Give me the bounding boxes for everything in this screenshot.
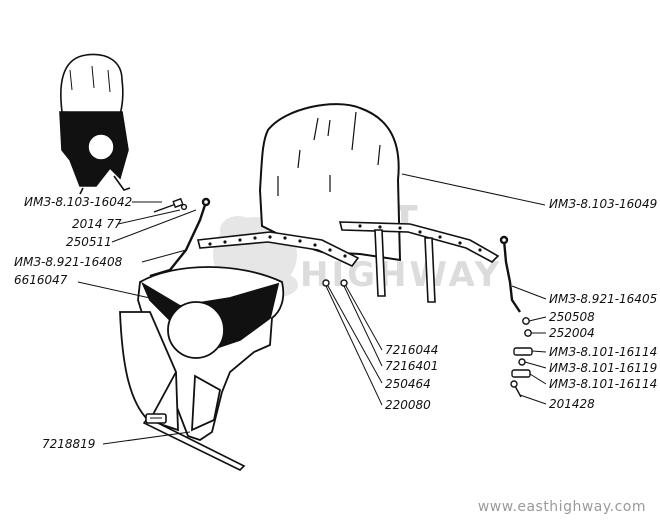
label-252004: 252004: [549, 326, 595, 340]
label-7216044: 7216044: [385, 343, 439, 357]
watermark-line2: HIGHWAY: [300, 255, 503, 295]
bolt-icon: [153, 197, 188, 213]
label-imz-8-103-16049: ИМЗ-8.103-16049: [549, 197, 658, 211]
right-hardware-illustration: [510, 317, 533, 398]
label-201477: 2014 77: [72, 217, 122, 231]
label-imz-8-921-16405: ИМЗ-8.921-16405: [549, 292, 658, 306]
windshield-illustration: [258, 103, 402, 262]
label-7216401: 7216401: [385, 359, 439, 373]
right-rod-illustration: [499, 235, 521, 313]
center-hardware-illustration: [322, 279, 348, 287]
label-250464: 250464: [385, 377, 431, 391]
label-6616047: 6616047: [14, 273, 68, 287]
bottom-bar-illustration: [142, 413, 246, 471]
site-url: www.easthighway.com: [477, 499, 646, 515]
assembled-view-illustration: [59, 53, 131, 195]
label-imz-8-101-16114-a: ИМЗ-8.101-16114: [549, 345, 658, 359]
label-imz-8-101-16114-b: ИМЗ-8.101-16114: [549, 377, 658, 391]
mounting-bars-illustration: [197, 221, 500, 303]
label-imz-8-101-16119: ИМЗ-8.101-16119: [549, 361, 658, 375]
label-201428: 201428: [549, 397, 595, 411]
label-imz-8-921-16408: ИМЗ-8.921-16408: [14, 255, 123, 269]
leader-lines: [77, 173, 547, 445]
fairing-illustration: [119, 266, 285, 441]
label-250508: 250508: [549, 310, 595, 324]
label-220080: 220080: [385, 398, 431, 412]
label-7218819: 7218819: [42, 437, 96, 451]
label-250511: 250511: [66, 235, 112, 249]
label-imz-8-103-16042: ИМЗ-8.103-16042: [24, 195, 133, 209]
